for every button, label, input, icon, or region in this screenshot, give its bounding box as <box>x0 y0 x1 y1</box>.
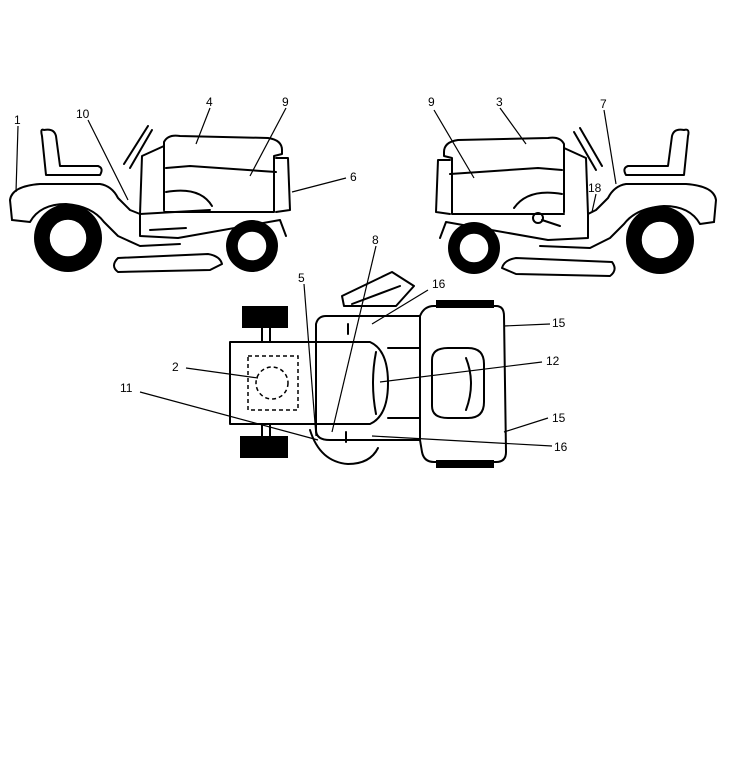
callout-11: 11 <box>120 381 133 395</box>
callout-2: 2 <box>172 360 179 374</box>
callout-5: 5 <box>298 271 305 285</box>
tractor-top-view <box>229 271 507 468</box>
callout-3: 3 <box>496 95 503 109</box>
callout-9-right: 9 <box>428 95 435 109</box>
callout-1: 1 <box>14 113 21 127</box>
tractor-left-side-view <box>9 125 291 273</box>
callout-10: 10 <box>76 107 90 121</box>
callout-labels: 1 10 4 9 6 9 3 7 18 8 5 16 15 2 12 11 15… <box>14 95 607 454</box>
callout-7: 7 <box>600 97 607 111</box>
callout-8: 8 <box>372 233 379 247</box>
callout-16-top: 16 <box>432 277 446 291</box>
callout-16-bottom: 16 <box>554 440 568 454</box>
callout-4: 4 <box>206 95 213 109</box>
callout-6: 6 <box>350 170 357 184</box>
leader-lines <box>15 107 617 447</box>
callout-12: 12 <box>546 354 560 368</box>
tractor-right-side-view <box>435 127 717 277</box>
callout-9-left: 9 <box>282 95 289 109</box>
callout-15-bottom: 15 <box>552 411 566 425</box>
callout-18: 18 <box>588 181 602 195</box>
callout-15-top: 15 <box>552 316 566 330</box>
